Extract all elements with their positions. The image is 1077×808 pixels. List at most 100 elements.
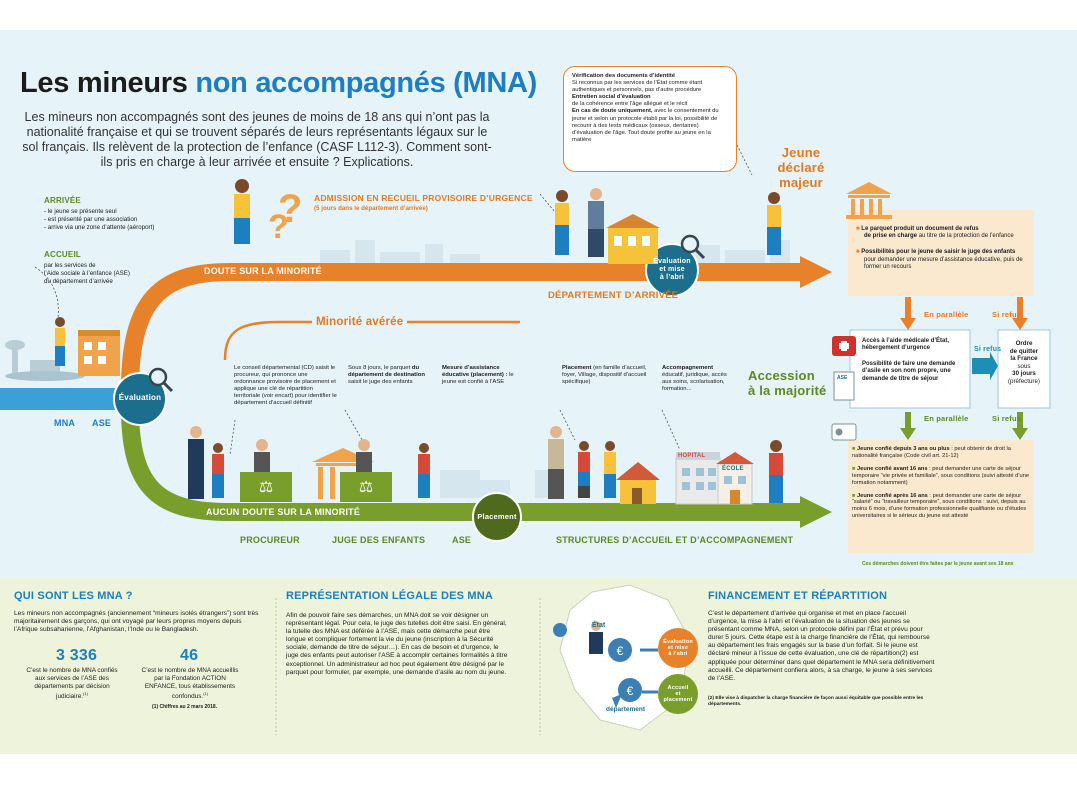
ecole-label: ÉCOLE	[722, 466, 744, 472]
accompagnement-b1: Accompagnement	[662, 365, 714, 371]
majorite-panel: ■ Jeune confié depuis 3 ans ou plus : pe…	[852, 446, 1030, 520]
foster-house	[616, 462, 660, 504]
majeur-panel: ■ Le parquet produit un document de refu…	[856, 226, 1028, 271]
verif-text-3: avec le consentement du jeune et selon u…	[572, 108, 719, 143]
majorite-b3: Jeune confié après 16 ans	[857, 492, 928, 499]
majorite-b2: Jeune confié avant 16 ans	[857, 465, 928, 472]
qui-t2: C’est le nombre de MNA accueillis par la…	[141, 667, 239, 701]
intro-text: Les mineurs non accompagnés sont des jeu…	[22, 110, 492, 169]
qui-sup2: (1)	[203, 691, 209, 697]
map-accueil-line: Accueil	[667, 685, 689, 691]
qui-stat-1: C’est le nombre de MNA confiés aux servi…	[22, 667, 122, 701]
svg-text:€: €	[617, 644, 624, 658]
majorite-p1: : peut obtenir de droit la nationalité f…	[852, 446, 1011, 459]
verification-box: Vérification des documents d’identité Si…	[563, 66, 737, 172]
admission-sub: (5 jours dans le département d’arrivée)	[314, 205, 428, 212]
minorite-averee-label: Minorité avérée	[312, 316, 408, 330]
svg-text:⚖: ⚖	[359, 479, 373, 496]
minorite-line	[223, 320, 520, 361]
doute-label: DOUTE SUR LA MINORITÉ	[204, 266, 322, 276]
majorite-panel-bg	[848, 440, 1034, 553]
mesure-text: Mesure d’assistance éducative (placement…	[442, 365, 522, 386]
majorite-b1: Jeune confié depuis 3 ans ou plus	[857, 446, 950, 452]
aide-box	[849, 329, 971, 409]
accompagnement-p1: éducatif, juridique, accès aux soins, sc…	[662, 372, 727, 392]
quitter-p2: (préfecture)	[1008, 377, 1040, 385]
france-map: € €	[553, 584, 698, 731]
placement-text: Placement (en famille d’accueil, foyer, …	[562, 365, 648, 386]
accueil-list: par les services de l’Aide sociale à l’e…	[44, 262, 184, 285]
orange-arrowhead	[800, 256, 832, 288]
map-eval-line: Évaluation	[663, 639, 693, 645]
hopital-label: HOPITAL	[678, 453, 706, 459]
fin-heading: FINANCEMENT ET RÉPARTITION	[708, 590, 888, 602]
courthouse-icon	[846, 182, 892, 219]
aide-line-1: Accès à l’aide médicale d’État,	[862, 338, 950, 344]
sous8-b1: du département de destination	[348, 365, 425, 378]
majeur-panel-bg	[848, 210, 1034, 296]
page-title: Les mineurs non accompagnés (MNA)	[20, 66, 537, 101]
placement-p1: (en famille d’accueil, foyer, Village, d…	[562, 365, 647, 385]
si-refus-mid: Si refus	[974, 346, 1002, 353]
orange-arrow-path	[121, 263, 800, 391]
arrival-lane	[0, 388, 150, 410]
arrivee-list: - le jeune se présente seul - est présen…	[44, 208, 184, 231]
en-parallele-2: En parallèle	[924, 414, 969, 423]
arrivee-heading: ARRIVÉE	[44, 196, 81, 205]
quitter-b3: la France	[1010, 355, 1038, 362]
majeur-h1b: de prise en charge	[864, 233, 918, 240]
document-icon	[833, 371, 855, 401]
svg-text:?: ?	[268, 208, 289, 246]
rep-heading: REPRÉSENTATION LÉGALE DES MNA	[286, 590, 494, 602]
verif-heading-1: Vérification des documents d’identité	[572, 73, 676, 79]
map-departement-label: département	[606, 706, 646, 713]
evaluation-abri-circle	[645, 243, 699, 297]
ase-building	[78, 330, 120, 376]
accession-line: à la majorité	[748, 383, 827, 398]
en-parallele-1: En parallèle	[924, 310, 969, 319]
arrivee-line: - le jeune se présente seul	[44, 208, 117, 215]
evaluation-label: Évaluation	[118, 393, 162, 402]
evaluation-abri-label: Évaluation et mise à l’abri	[648, 258, 696, 282]
verif-text-1: Si reconnus par les services de l’État c…	[572, 80, 703, 94]
fin-text: C’est le département d’arrivée qui organ…	[708, 610, 935, 682]
verif-text-2: de la cohérence entre l’âge allégué et l…	[572, 101, 688, 108]
green-arrowhead	[800, 496, 832, 528]
quitter-box-text: Ordre de quitter la France sous 30 jours…	[998, 340, 1050, 385]
majeur-h2: Possibilités pour le jeune de saisir le …	[861, 249, 1016, 256]
verif-heading-3: En cas de doute uniquement,	[572, 108, 653, 115]
etat-pin-icon	[553, 623, 567, 637]
quitter-p1: sous	[1017, 362, 1031, 370]
majorite-p3: : peut demander une carte de séjour “sal…	[852, 492, 1027, 520]
mesure-b1: Mesure d’assistance éducative (placement…	[442, 365, 508, 378]
refus-arrow	[972, 352, 998, 380]
title-part2: non accompagnés (MNA)	[195, 67, 538, 99]
qui-sup1: (1)	[83, 691, 88, 697]
quitter-b1: Ordre	[1015, 340, 1033, 347]
map-eval-line: et mise	[667, 645, 689, 652]
rep-text: Afin de pouvoir faire ses démarches, un …	[286, 612, 508, 676]
map-etat-label: État	[592, 622, 606, 629]
accueil-heading: ACCUEIL	[44, 250, 81, 259]
qui-number-2: 46	[180, 647, 199, 664]
conseil-text: Le conseil départemental (CD) saisit le …	[234, 365, 337, 406]
euro-coin-icon	[608, 638, 632, 662]
aide-line-2: hébergement d’urgence	[862, 345, 931, 352]
evaluation-circle	[113, 372, 167, 426]
ase-label: ASE	[92, 418, 112, 428]
departement-arrivee-label: DÉPARTEMENT D’ARRIVÉE	[548, 290, 679, 301]
qui-footnote: (1) Chiffres au 2 mars 2018.	[152, 704, 218, 710]
sous8-text: Sous 8 jours, le parquet du département …	[348, 365, 434, 386]
accompagnement-text: Accompagnement éducatif, juridique, accè…	[662, 365, 734, 393]
majeur-h1: Le parquet produit un document de refus	[861, 226, 979, 232]
judge-desk: ⚖ ⚖	[240, 448, 392, 502]
fin-footnote: (2) Elle vise à dispatcher la charge fin…	[708, 696, 924, 707]
accueil-line: du département d’arrivée	[44, 277, 113, 285]
id-card-icon	[831, 423, 857, 441]
majorite-p2: : peut demander une carte de séjour temp…	[852, 465, 1030, 486]
town-hall-building	[606, 214, 660, 264]
ase-doc-label: ASE	[837, 375, 848, 381]
title-part1: Les mineurs	[20, 67, 196, 99]
